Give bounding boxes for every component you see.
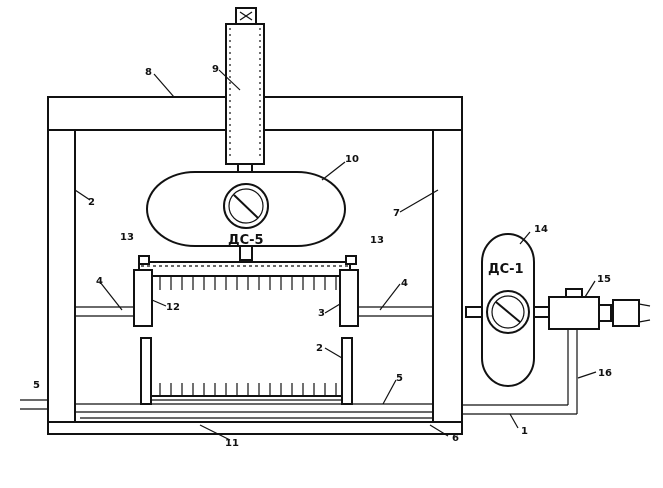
label-4-left: 4 [96, 276, 103, 287]
left-jaw-12 [133, 269, 153, 327]
label-3: 3 [318, 308, 325, 319]
pipe-16 [462, 329, 578, 415]
load-cell-10 [146, 171, 346, 261]
outlet-fitting [612, 299, 640, 327]
label-2-left: 2 [88, 197, 95, 208]
right-wall-lower [341, 337, 353, 405]
right-jaw-3 [339, 269, 359, 327]
label-7: 7 [393, 208, 400, 219]
part-labels: 1 2 2 3 4 4 5 5 6 7 8 9 10 11 12 13 13 1… [33, 64, 612, 449]
gauge-ds1-label: ДС-1 [488, 262, 524, 277]
right-post [432, 129, 463, 423]
supports-4 [75, 306, 433, 317]
teeth-upper [159, 276, 337, 290]
label-1: 1 [521, 426, 528, 437]
pipes-5 [20, 399, 433, 419]
label-9: 9 [212, 64, 219, 75]
label-4-right: 4 [401, 278, 408, 289]
gauge-labels: ДС-5 ДС-1 [228, 233, 524, 277]
label-5-left: 5 [33, 380, 40, 391]
actuator-rod [237, 163, 253, 173]
label-14: 14 [534, 224, 548, 235]
left-wall-lower [140, 337, 152, 405]
top-plate [138, 261, 351, 277]
actuator-9 [225, 7, 265, 173]
label-11: 11 [225, 438, 239, 449]
gauge-14 [465, 233, 551, 387]
label-2-right: 2 [316, 343, 323, 354]
valve-15 [548, 288, 651, 330]
gauge-ds5-label: ДС-5 [228, 233, 264, 248]
base-plate [47, 421, 463, 435]
label-6: 6 [452, 433, 459, 444]
label-13-right: 13 [370, 235, 384, 246]
left-post [47, 129, 76, 423]
label-13-left: 13 [120, 232, 134, 243]
actuator-body [225, 23, 265, 165]
label-8: 8 [145, 67, 152, 78]
label-10: 10 [345, 154, 359, 165]
valve-body [548, 296, 600, 330]
label-16: 16 [598, 368, 612, 379]
specimen-assembly [133, 255, 359, 405]
label-12: 12 [166, 302, 180, 313]
teeth-lower [159, 383, 337, 396]
leader-lines [74, 69, 597, 441]
label-15: 15 [597, 274, 611, 285]
label-5-right: 5 [396, 373, 403, 384]
